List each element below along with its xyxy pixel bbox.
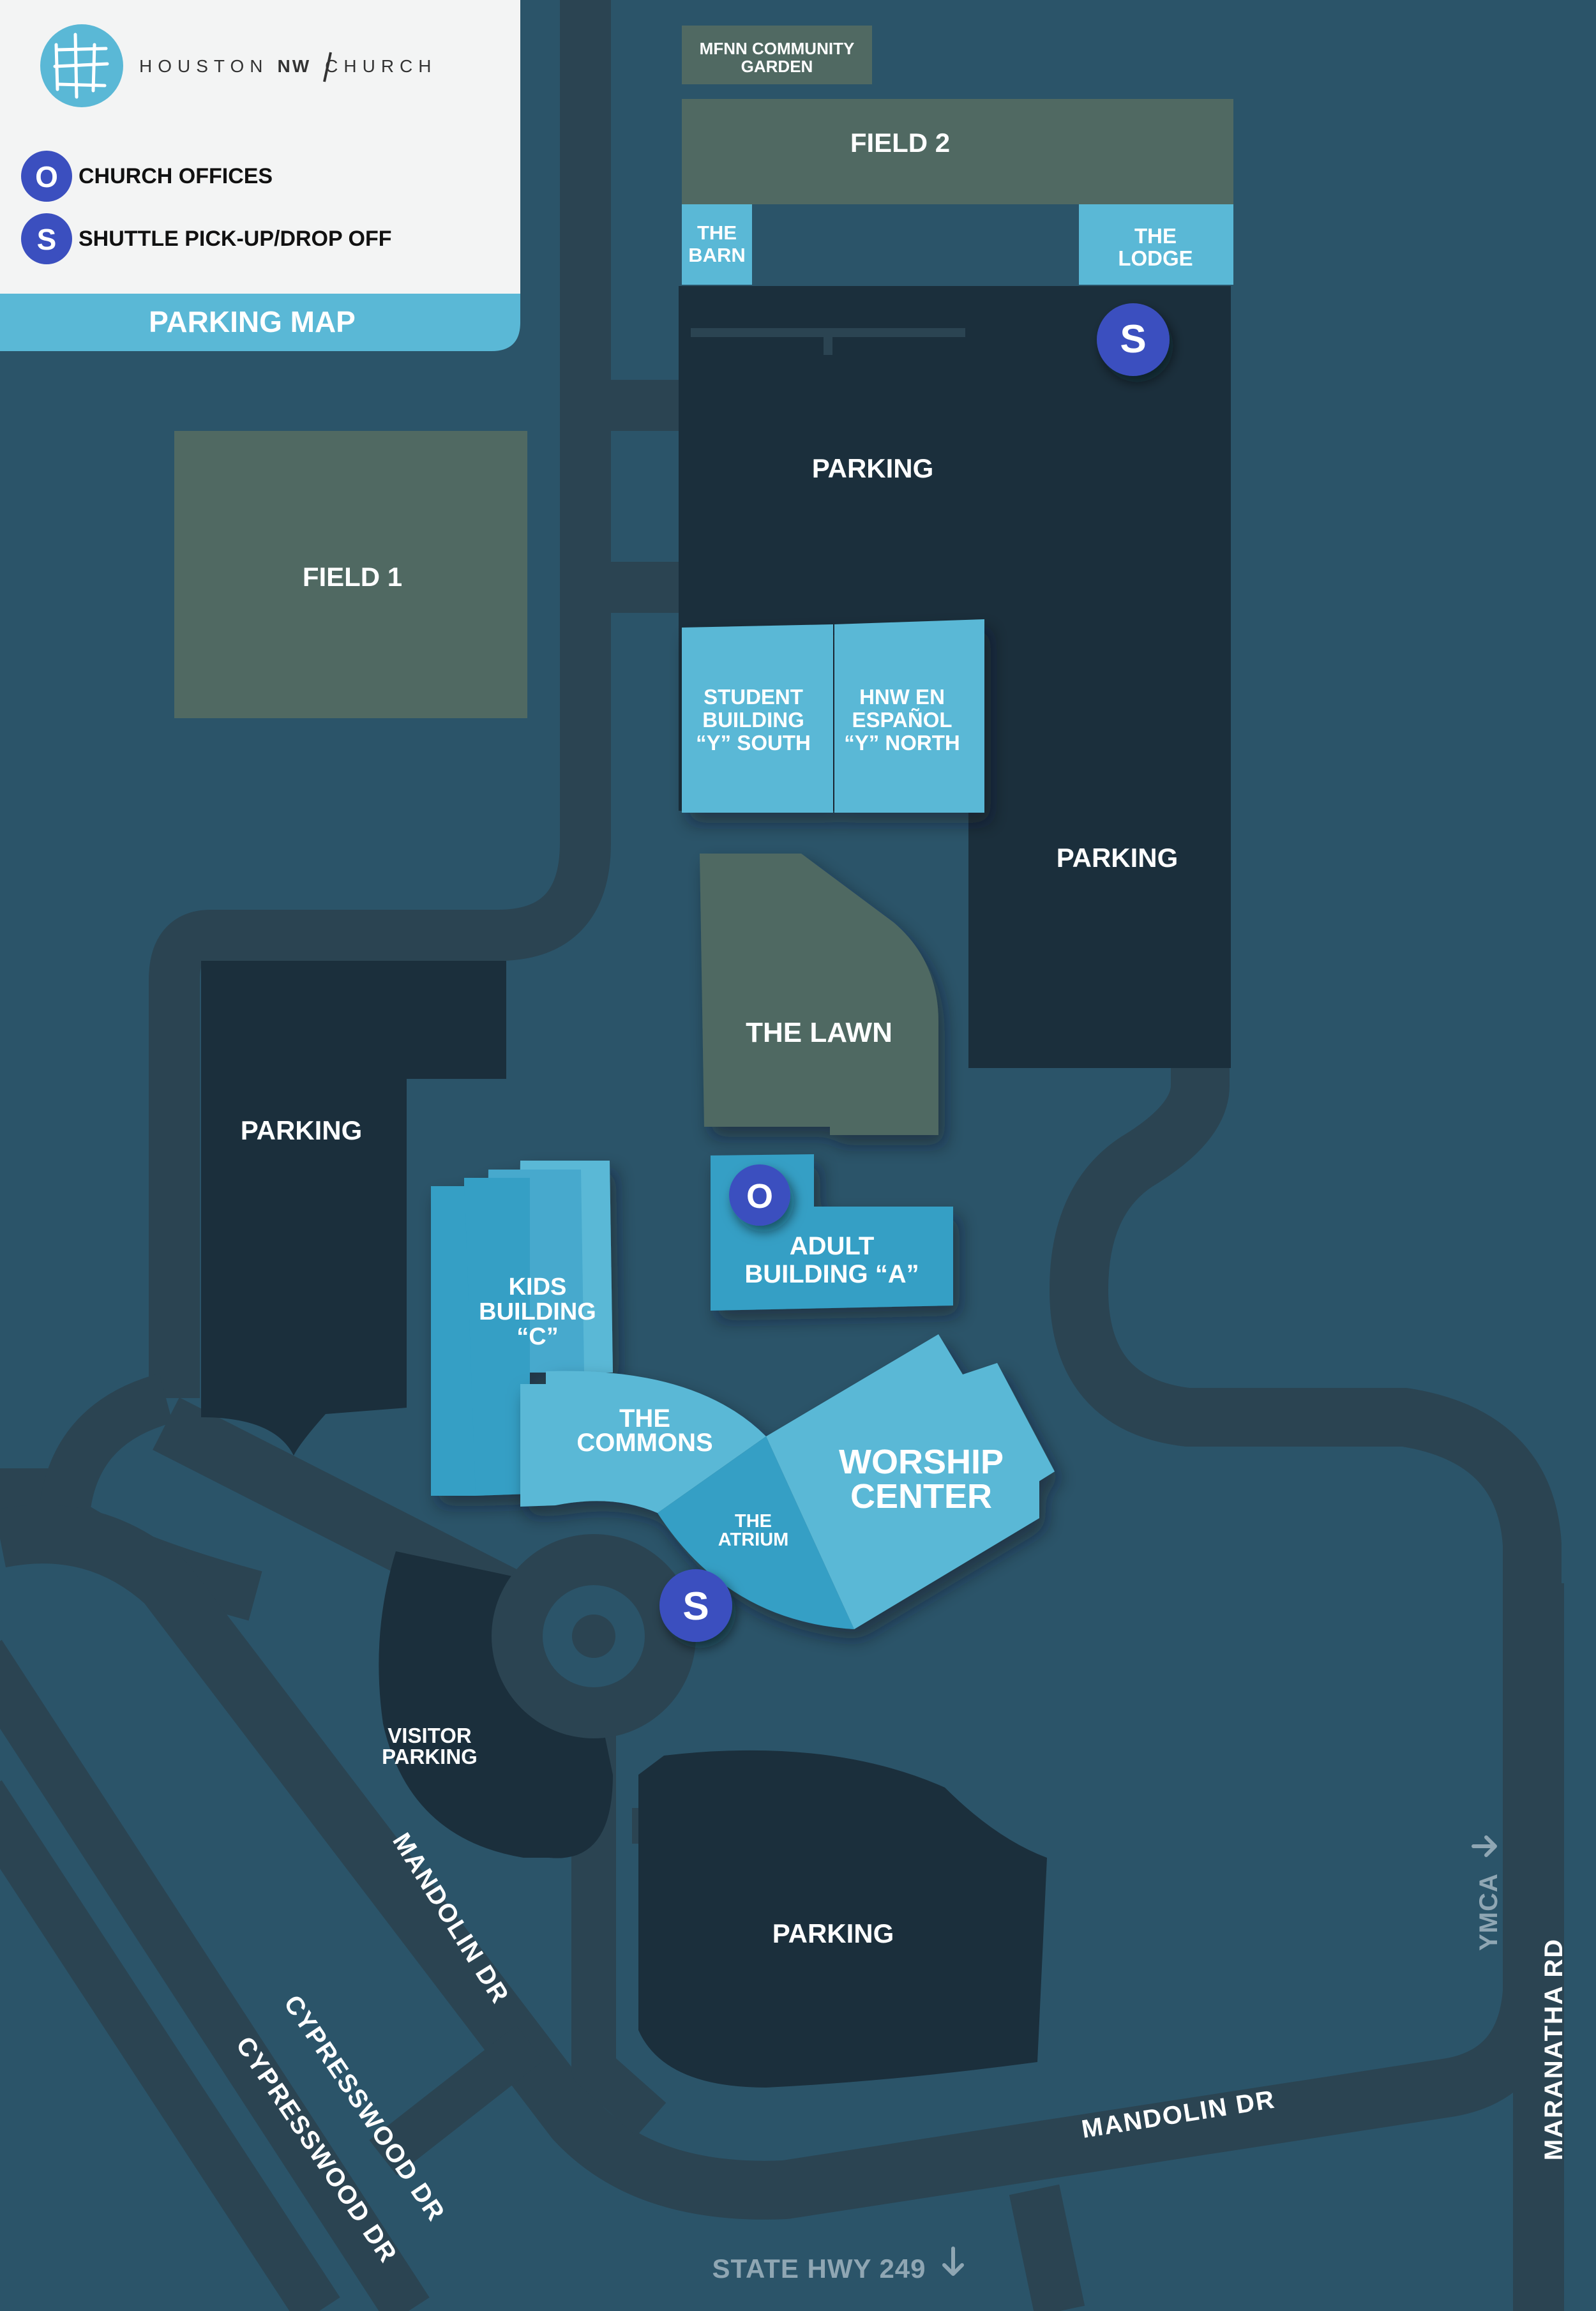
field-1 <box>174 431 527 718</box>
brand-name-light: HOUSTON <box>139 56 269 76</box>
map-title: PARKING MAP <box>149 305 356 338</box>
office-marker[interactable]: O <box>729 1164 790 1226</box>
road-cypresswood-2 <box>0 1780 340 2311</box>
legend-tab <box>0 294 520 351</box>
brand-slash <box>323 52 332 82</box>
shuttle-marker-circle <box>659 1569 732 1642</box>
kids-building-layer <box>464 1178 530 1496</box>
brand-name-bold: NW <box>278 56 312 76</box>
state-hwy-249-label: STATE HWY 249 <box>712 2254 926 2284</box>
worship-center <box>766 1334 1055 1629</box>
parking-north-label: PARKING <box>812 453 934 483</box>
brand-logo <box>40 24 123 107</box>
maranatha-rd-label: MARANATHA RD <box>1540 1938 1568 2160</box>
commons-and-worship <box>520 1334 1055 1629</box>
parking-west <box>201 961 506 1456</box>
shuttle-marker-circle <box>1097 303 1170 376</box>
direction-labels: YMCA STATE HWY 249 <box>712 1835 1503 2284</box>
parking-west-label: PARKING <box>241 1115 363 1145</box>
road-north-west <box>149 0 611 1398</box>
the-lawn <box>700 854 938 1135</box>
shuttle-legend-label: SHUTTLE PICK-UP/DROP OFF <box>79 227 392 251</box>
brand-name-suffix: CHURCH <box>325 56 437 76</box>
kids-building-c <box>431 1161 613 1496</box>
office-legend-letter: O <box>35 160 58 193</box>
legend-item-shuttle: S SHUTTLE PICK-UP/DROP OFF <box>21 213 392 264</box>
shuttle-marker-letter: S <box>1120 317 1146 361</box>
legend-panel: PARKING MAP HOUSTON NW CHURCH O CHURCH OFF… <box>0 0 520 351</box>
lawn-label: THE LAWN <box>746 1017 892 1048</box>
arrow-down-icon <box>942 2247 964 2276</box>
roundabout-center <box>572 1615 615 1658</box>
the-barn <box>682 204 752 285</box>
field-2 <box>682 99 1233 204</box>
shuttle-marker-north[interactable]: S <box>1097 303 1170 376</box>
office-legend-label: CHURCH OFFICES <box>79 164 273 188</box>
shuttle-marker-letter: S <box>682 1585 709 1629</box>
brand-name: HOUSTON NW CHURCH <box>139 56 437 76</box>
shuttle-legend-marker <box>21 213 72 264</box>
road-south-exit <box>1009 2184 1085 2311</box>
road-cypresswood-1 <box>0 1639 430 2311</box>
shuttle-legend-letter: S <box>37 223 57 256</box>
the-lodge <box>1079 204 1233 285</box>
student-buildings <box>682 619 984 813</box>
parking-south-label: PARKING <box>772 1918 894 1948</box>
legend-item-offices: O CHURCH OFFICES <box>21 151 273 202</box>
office-marker-letter: O <box>746 1177 773 1216</box>
field-1-label: FIELD 1 <box>303 562 402 592</box>
arrow-right-icon <box>1472 1835 1497 1857</box>
office-marker-circle <box>729 1164 790 1226</box>
parking-south <box>638 1750 1047 2088</box>
cross-logo-icon <box>53 33 109 99</box>
the-atrium <box>658 1436 854 1629</box>
student-building-y-south <box>682 624 833 813</box>
parking-east-label: PARKING <box>1057 843 1178 873</box>
road-cypresswood-link <box>369 2025 544 2176</box>
shuttle-marker-south[interactable]: S <box>659 1569 732 1642</box>
road-mandolin-lower <box>0 1056 1562 2220</box>
the-commons <box>520 1371 766 1513</box>
parking-north-divider-stub <box>824 328 832 355</box>
ymca-label: YMCA <box>1475 1873 1503 1951</box>
field-2-label: FIELD 2 <box>850 128 950 158</box>
garden <box>682 26 872 84</box>
hnw-espanol-y-north <box>834 619 984 813</box>
office-legend-marker <box>21 151 72 202</box>
roads <box>0 0 1564 2311</box>
